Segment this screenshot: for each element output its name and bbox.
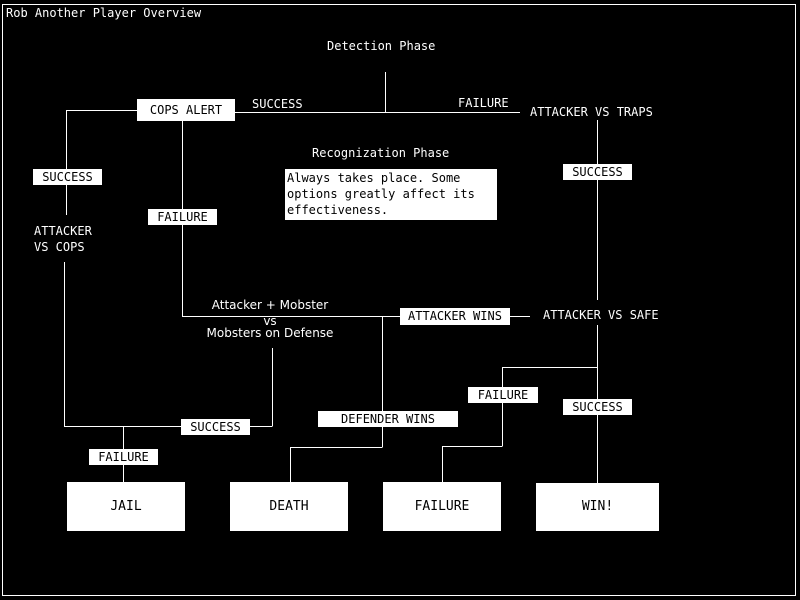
attacker-vs-cops-node-line1: ATTACKER (34, 224, 92, 238)
label-success-cops-alert: SUCCESS (252, 97, 303, 111)
outcome-win: WIN! (536, 483, 659, 531)
attacker-vs-traps-node: ATTACKER VS TRAPS (530, 105, 653, 119)
label-failure-safe: FAILURE (468, 387, 538, 403)
outcome-death: DEATH (230, 482, 348, 531)
outcome-jail: JAIL (67, 482, 185, 531)
battle-node-line1: Attacker + Mobster (211, 298, 329, 312)
outcome-failure: FAILURE (383, 482, 501, 531)
detection-phase-label: Detection Phase (327, 39, 436, 53)
battle-node-line3: Mobsters on Defense (206, 326, 334, 340)
label-success-safe: SUCCESS (563, 399, 632, 415)
label-success-traps: SUCCESS (563, 164, 632, 180)
label-success-battle: SUCCESS (181, 419, 250, 435)
attacker-vs-safe-node: ATTACKER VS SAFE (543, 308, 659, 322)
label-failure-traps: FAILURE (458, 96, 509, 110)
label-success-left: SUCCESS (33, 169, 102, 185)
attacker-vs-cops-node-line2: VS COPS (34, 240, 85, 254)
diagram-title: Rob Another Player Overview (6, 6, 202, 20)
cops-alert-node: COPS ALERT (137, 99, 235, 121)
label-failure-cops: FAILURE (148, 209, 217, 225)
label-attacker-wins: ATTACKER WINS (400, 308, 510, 325)
recognization-note: Always takes place. Some options greatly… (285, 169, 497, 220)
label-defender-wins: DEFENDER WINS (318, 411, 458, 427)
battle-node-line2: vs (263, 314, 277, 328)
recognization-phase-label: Recognization Phase (312, 146, 450, 160)
diagram-frame (2, 4, 796, 596)
label-failure-jail: FAILURE (89, 449, 158, 465)
